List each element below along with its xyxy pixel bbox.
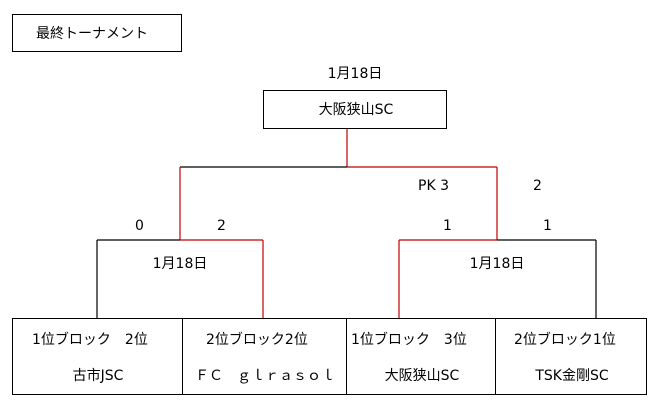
final-date: 1月18日 <box>327 66 383 82</box>
team-box-4: 2位ブロック1位 TSK金剛SC <box>495 318 647 395</box>
team-1-seed: 1位ブロック 2位 <box>32 332 148 348</box>
team-box-1: 1位ブロック 2位 古市JSC <box>12 318 183 395</box>
semi-left-score-left: 0 <box>135 218 144 234</box>
title-label: 最終トーナメント <box>36 26 148 42</box>
team-2-seed: 2位ブロック2位 <box>206 332 308 348</box>
team-2-name: ＦＣ ｇｌｒａｓｏｌ <box>195 368 335 384</box>
team-1-name: 古市JSC <box>72 368 124 384</box>
team-3-seed: 1位ブロック 3位 <box>351 332 467 348</box>
final-score-right: 2 <box>533 178 542 194</box>
team-box-3: 1位ブロック 3位 大阪狭山SC <box>346 318 496 395</box>
final-score-left: PK 3 <box>418 178 449 194</box>
final-winner-box: 大阪狭山SC <box>263 90 447 129</box>
semi-right-score-right: 1 <box>543 218 552 234</box>
title-box: 最終トーナメント <box>12 14 182 52</box>
semi-left-score-right: 2 <box>217 218 226 234</box>
final-winner-name: 大阪狭山SC <box>318 102 394 118</box>
team-4-seed: 2位ブロック1位 <box>514 332 616 348</box>
semi-left-date: 1月18日 <box>152 256 208 272</box>
team-3-name: 大阪狭山SC <box>384 368 460 384</box>
semi-right-date: 1月18日 <box>469 256 525 272</box>
team-box-2: 2位ブロック2位 ＦＣ ｇｌｒａｓｏｌ <box>182 318 347 395</box>
semi-right-score-left: 1 <box>443 218 452 234</box>
team-4-name: TSK金剛SC <box>535 368 609 384</box>
